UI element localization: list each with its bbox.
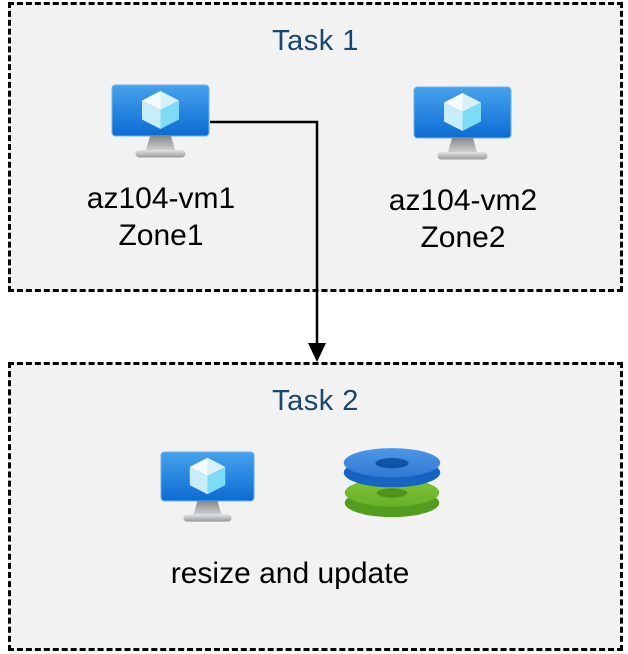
task1-title: Task 1: [272, 25, 359, 57]
vm-group-az104-vm2: az104-vm2 Zone2: [353, 86, 573, 256]
vm-name: az104-vm2: [388, 184, 538, 217]
vm-zone: Zone1: [118, 219, 204, 252]
virtual-machine-icon: [160, 451, 255, 522]
vm-group-az104-vm1: az104-vm1 Zone1: [51, 84, 271, 254]
virtual-machine-icon: [111, 84, 210, 158]
vm-zone: Zone2: [420, 221, 506, 254]
vm-label: az104-vm2 Zone2: [389, 182, 537, 256]
task2-caption: resize and update: [170, 557, 410, 590]
task2-box: Task 2 resize and update: [8, 362, 623, 651]
vm-label: az104-vm1 Zone1: [87, 180, 235, 254]
task2-title: Task 2: [272, 385, 359, 417]
disks-icon: [343, 448, 441, 518]
vm-name: az104-vm1: [86, 182, 236, 215]
virtual-machine-icon: [413, 86, 512, 160]
